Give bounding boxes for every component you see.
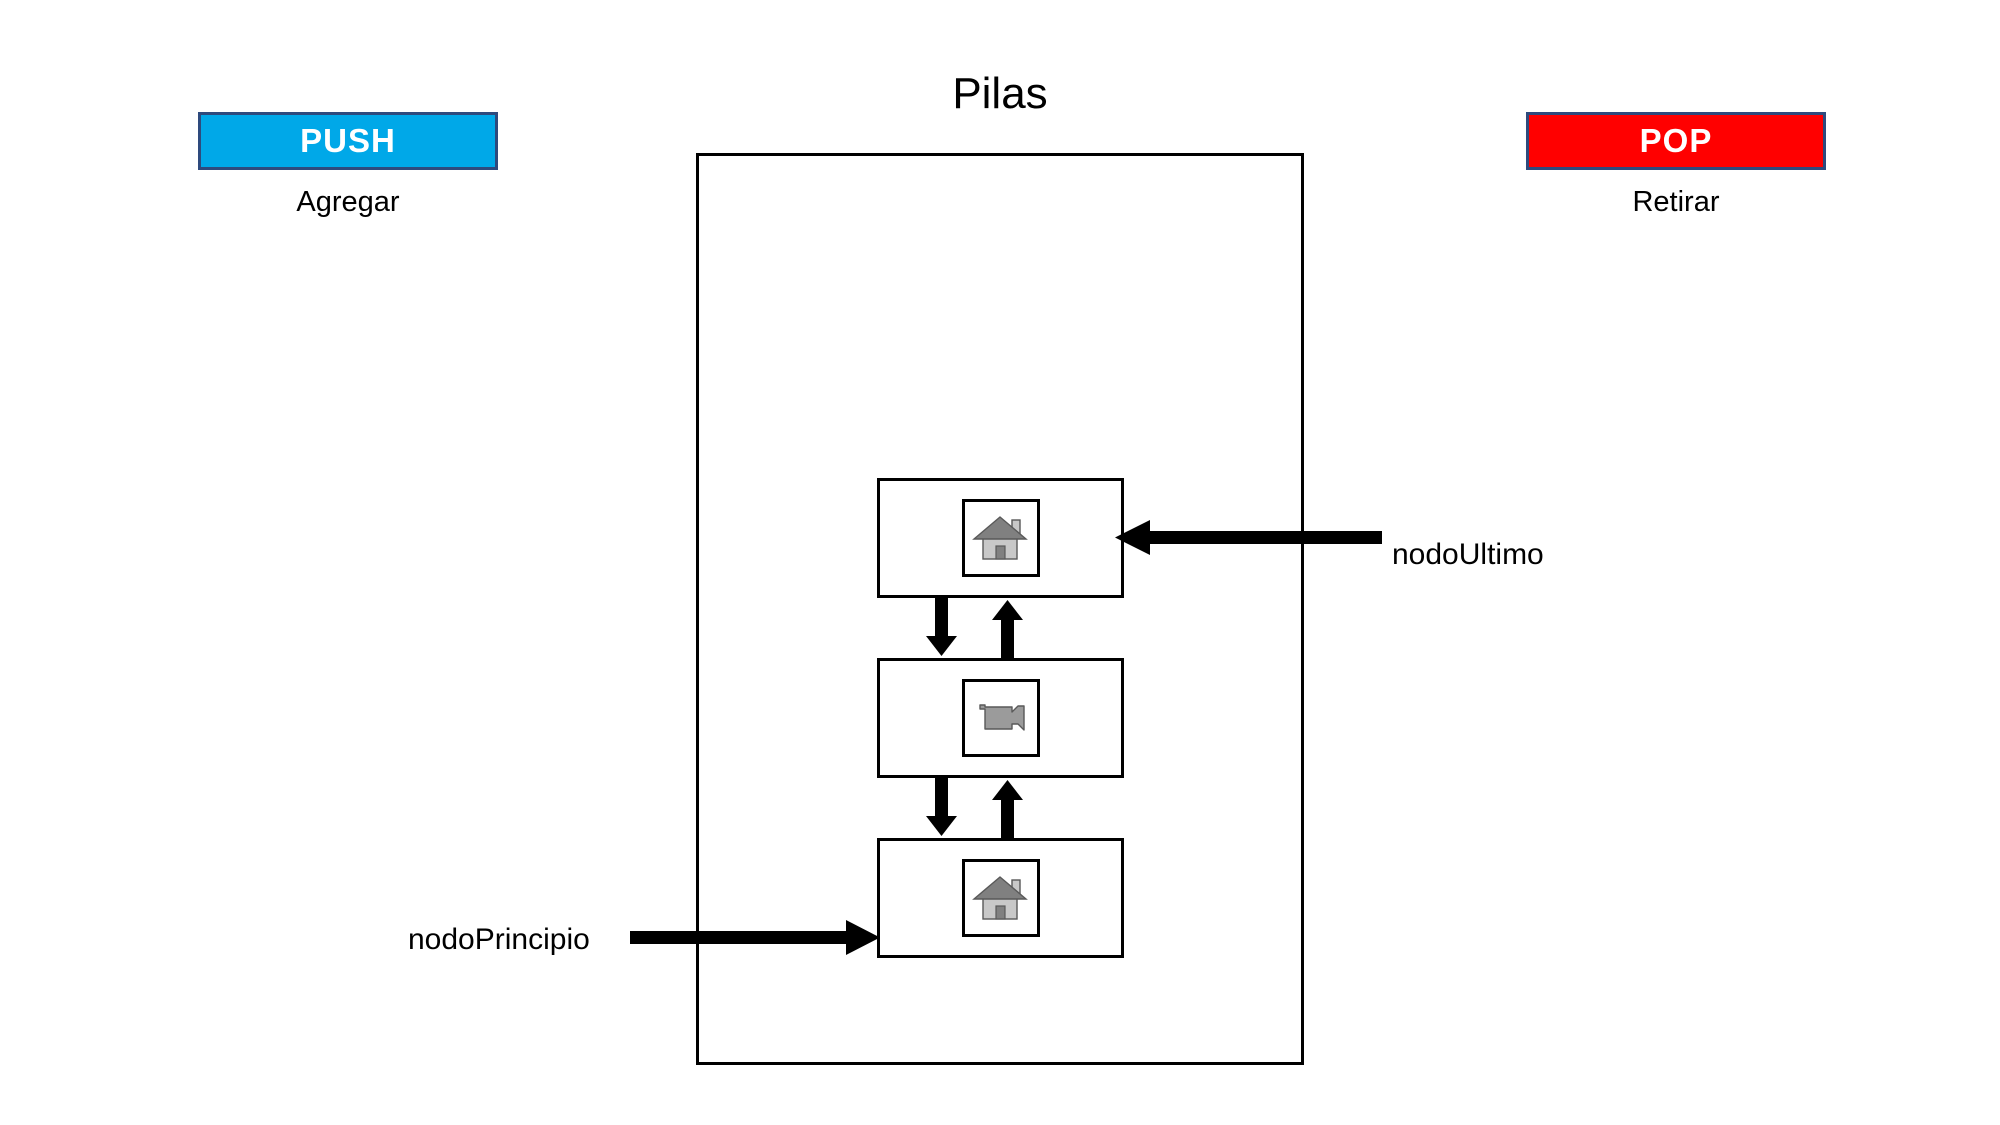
push-button[interactable]: PUSH	[198, 112, 498, 170]
house-icon-frame	[961, 859, 1040, 937]
down-arrow-icon	[926, 598, 957, 656]
video-camera-icon	[978, 704, 1025, 731]
push-caption: Agregar	[296, 186, 400, 218]
up-arrow-icon	[992, 780, 1023, 838]
nodo-principio-label: nodoPrincipio	[408, 923, 590, 956]
connector-middle-bottom	[877, 778, 1124, 838]
stack-container	[696, 153, 1304, 1065]
stack-node-top[interactable]	[877, 478, 1124, 598]
nodo-ultimo-arrow	[1112, 518, 1382, 558]
video-camera-icon-frame	[961, 679, 1040, 757]
down-arrow-icon	[926, 778, 957, 836]
house-icon	[971, 876, 1028, 920]
up-arrow-icon	[992, 600, 1023, 658]
pop-operation-block: POP Retirar	[1526, 112, 1826, 219]
house-icon	[971, 516, 1028, 560]
nodo-principio-arrow	[630, 918, 882, 958]
stack-node-middle[interactable]	[877, 658, 1124, 778]
push-operation-block: PUSH Agregar	[198, 112, 498, 219]
stack-node-bottom[interactable]	[877, 838, 1124, 958]
page-title: Pilas	[952, 69, 1048, 118]
house-icon-frame	[961, 499, 1040, 577]
nodo-ultimo-label: nodoUltimo	[1392, 538, 1544, 571]
pop-button[interactable]: POP	[1526, 112, 1826, 170]
connector-top-middle	[877, 598, 1124, 658]
pop-caption: Retirar	[1632, 186, 1720, 218]
